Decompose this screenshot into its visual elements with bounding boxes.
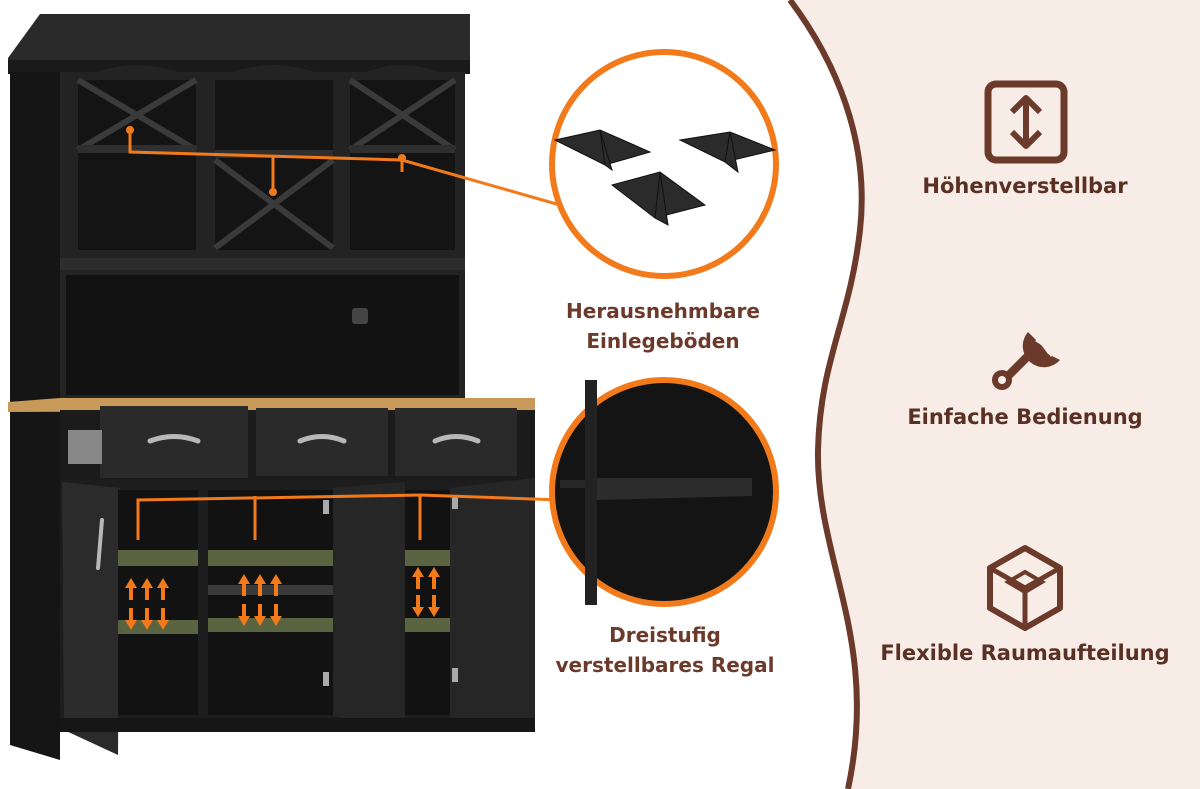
- drawer-left: [68, 406, 248, 478]
- callout-lines-bottom: [136, 493, 561, 540]
- wine-rack-compartment-middle: [213, 65, 335, 251]
- cube-icon: [987, 545, 1063, 631]
- wrench-icon: [992, 332, 1060, 390]
- cabinet-door-center: [333, 482, 405, 730]
- shelf-adjust-arrows: [125, 567, 440, 630]
- drawer-handle: [147, 434, 201, 444]
- callout-dots-top: [126, 126, 406, 196]
- feature-label-easy-operation: Einfache Bedienung: [907, 405, 1143, 429]
- callout-line-2: verstellbares Regal: [555, 653, 775, 677]
- drawer-middle: [256, 408, 388, 476]
- drawer-right: [395, 408, 517, 476]
- adjustable-shelves: [118, 550, 450, 634]
- cabinet-door-left: [62, 482, 120, 755]
- callout-line-1: Dreistufig: [609, 623, 721, 647]
- cabinet-door-right: [450, 478, 535, 720]
- callout-adjustable-shelf: Dreistufig verstellbares Regal: [540, 620, 790, 680]
- power-outlet: [352, 308, 368, 324]
- zoom-circle-removable-shelves: [549, 49, 779, 279]
- feature-label-height-adjustable: Höhenverstellbar: [922, 174, 1128, 198]
- feature-label-flexible-layout: Flexible Raumaufteilung: [880, 641, 1170, 665]
- panel-wave-border: [787, 0, 865, 789]
- callout-line-1: Herausnehmbare: [566, 299, 760, 323]
- height-adjust-icon: [984, 80, 1068, 164]
- drawer-handle: [432, 434, 481, 444]
- callout-line-2: Einlegeböden: [586, 329, 740, 353]
- zoom-circle-adjustable-shelf: [549, 377, 779, 607]
- wine-rack-compartment-left: [76, 65, 198, 250]
- drawer-handle: [297, 434, 347, 444]
- callout-removable-shelves: Herausnehmbare Einlegeböden: [538, 296, 788, 356]
- feature-panel-background: [790, 0, 1200, 789]
- cabinet: [8, 14, 535, 760]
